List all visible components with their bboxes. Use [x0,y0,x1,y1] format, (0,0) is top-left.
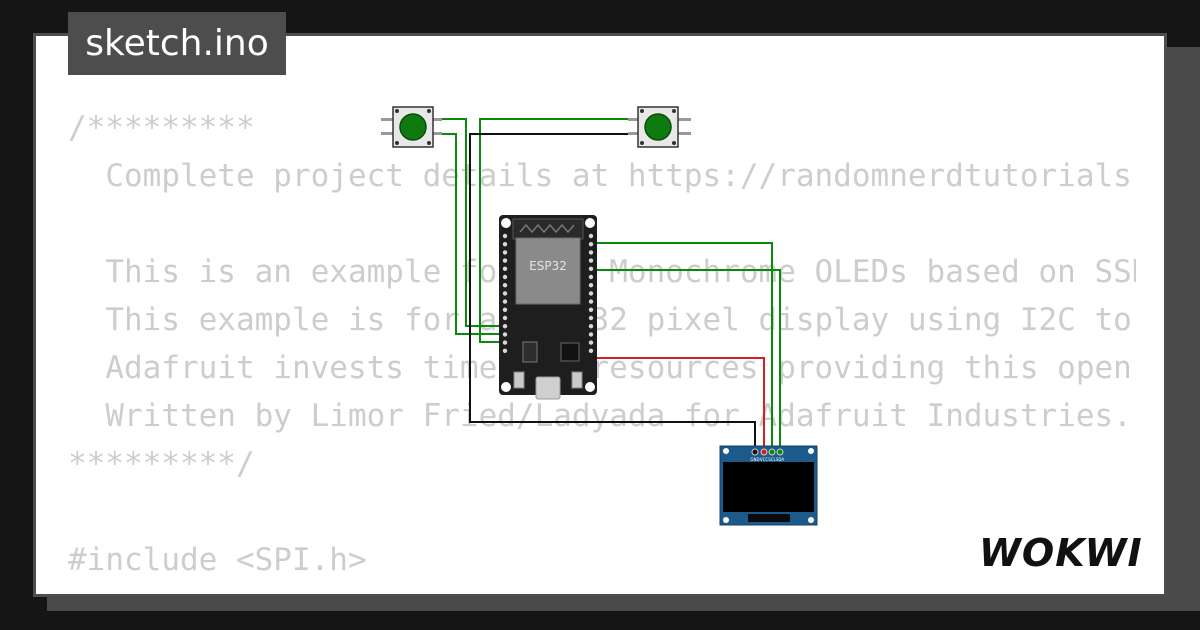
wokwi-logo-text: WOKWI [979,531,1143,575]
header-pin[interactable] [588,332,594,337]
board-label: ESP32 [529,259,567,273]
button-cap[interactable] [644,113,672,141]
wires [432,118,781,452]
esp32-board[interactable]: ESP32 [499,215,597,400]
code-line: Written by Limor Fried/Ladyada for Adafr… [68,398,1132,434]
wire-green [432,133,500,335]
esp32-module [515,237,581,305]
boot-button[interactable] [513,371,525,389]
voltage-regulator [522,341,538,363]
header-pin[interactable] [588,299,594,304]
preview-card: /********* Complete project details at h… [33,33,1167,597]
header-pin[interactable] [588,307,594,312]
header-pin[interactable] [502,242,508,247]
header-pin[interactable] [502,283,508,288]
header-pin[interactable] [502,299,508,304]
header-pin[interactable] [502,291,508,296]
wokwi-logo: WOKWI [979,531,1143,575]
oled-pin-scl[interactable] [768,448,776,456]
oled-pin-vcc[interactable] [760,448,768,456]
header-pin[interactable] [502,348,508,353]
code-line: Complete project details at https://rand… [68,158,1136,194]
wire-green [479,118,640,343]
header-pin[interactable] [502,233,508,239]
button-cap[interactable] [399,113,427,141]
oled-screen [723,462,814,512]
header-pin[interactable] [502,250,508,255]
header-pin[interactable] [502,315,508,321]
code-line: #include <SPI.h> [68,542,367,578]
code-line: *********/ [68,446,255,482]
oled-pin-label: SDA [776,457,785,462]
header-pin[interactable] [588,340,594,345]
wire-green [594,269,781,452]
wire-black [469,133,756,452]
file-name-badge: sketch.ino [68,12,286,75]
wire-green [594,242,773,452]
header-pin[interactable] [502,340,508,345]
header-pin[interactable] [502,274,508,280]
header-pin[interactable] [502,258,508,263]
header-pin[interactable] [502,332,508,337]
push-button-left[interactable] [381,106,442,148]
code-line: Adafruit invests time and resources prov… [105,350,1132,386]
code-line: #include <Wire.h> [68,584,1136,594]
code-background: /********* Complete project details at h… [68,104,1136,594]
oled-pin-label: GND [750,457,759,462]
header-pin[interactable] [588,283,594,288]
usb-chip [560,342,580,362]
header-pin[interactable] [502,324,508,329]
wire-red [594,357,765,452]
header-pin[interactable] [502,266,508,271]
header-pin[interactable] [588,291,594,296]
header-pin[interactable] [502,307,508,312]
header-pin[interactable] [588,233,594,239]
code-line: /********* [68,110,255,146]
wire-green [432,118,500,327]
header-pin[interactable] [588,266,594,271]
left-pin-header [502,233,508,353]
header-pin[interactable] [588,348,594,353]
oled-display[interactable]: GND VCC SCL SDA [719,445,818,526]
header-pin[interactable] [588,242,594,247]
push-button-right[interactable] [628,106,691,148]
header-pin[interactable] [588,274,594,280]
oled-pin-label: SCL [768,457,776,462]
oled-pin-sda[interactable] [776,448,784,456]
header-pin[interactable] [588,250,594,255]
header-pin[interactable] [588,315,594,321]
usb-port [535,376,561,400]
header-pin[interactable] [588,324,594,329]
header-pin[interactable] [588,258,594,263]
right-pin-header [588,233,594,353]
reset-button[interactable] [571,371,583,389]
oled-pin-label: VCC [760,457,769,462]
oled-ribbon [748,514,790,522]
oled-pin-gnd[interactable] [751,448,759,456]
